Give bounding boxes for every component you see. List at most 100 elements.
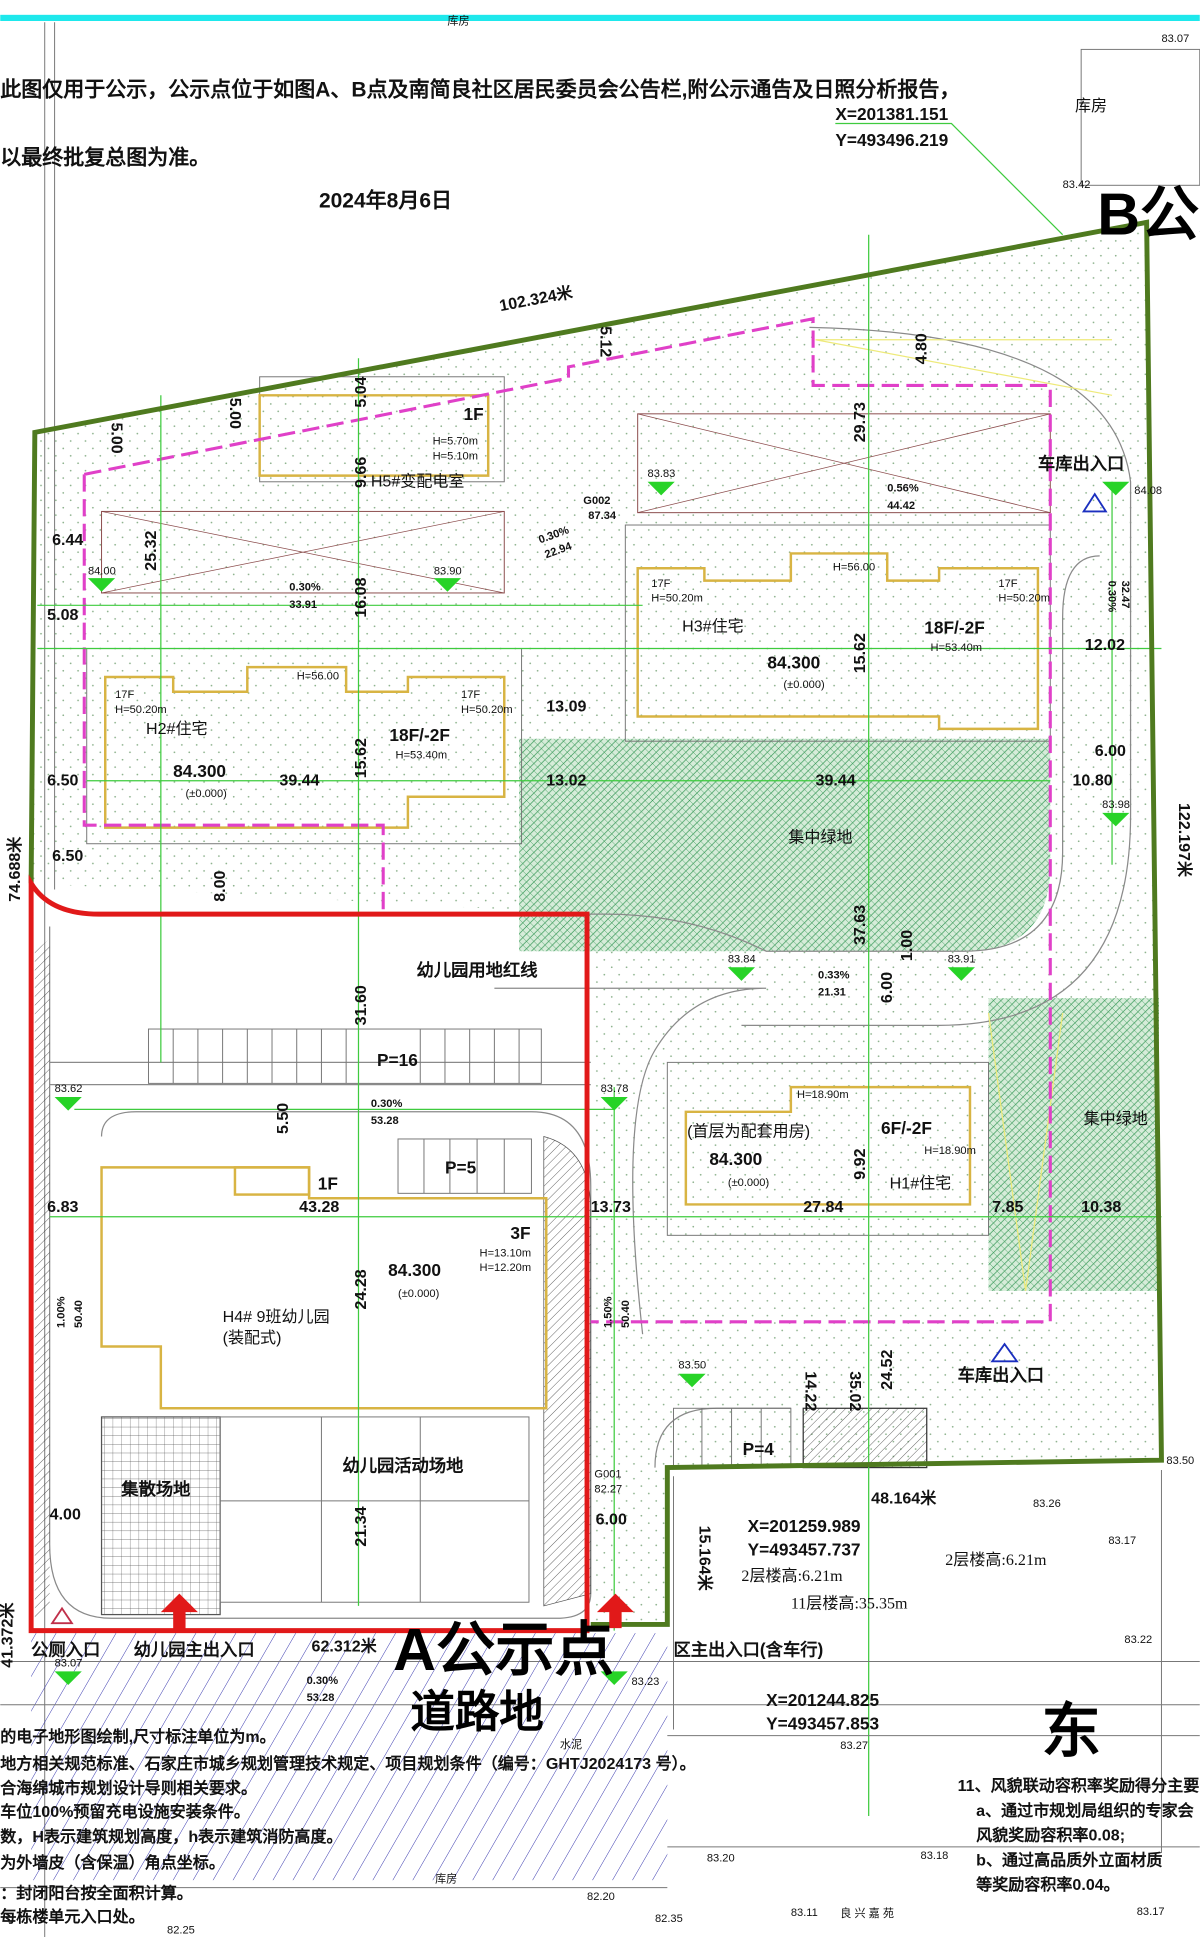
h4-name: H4# 9班幼儿园 bbox=[223, 1308, 330, 1326]
dimension-label: 25.32 bbox=[142, 530, 160, 570]
dimension-label: 5.00 bbox=[226, 398, 244, 429]
elevation-label: 83.83 bbox=[648, 468, 676, 480]
cement-label: 水泥 bbox=[560, 1738, 582, 1751]
note-right: 11、风貌联动容积率奖励得分主要 bbox=[958, 1776, 1200, 1795]
dimension-label: 4.80 bbox=[913, 333, 931, 364]
dimension-label: 5.04 bbox=[352, 376, 370, 407]
dimension-label: 37.63 bbox=[851, 905, 869, 945]
dimension-label: 6.83 bbox=[47, 1198, 78, 1216]
elevation-label: 84.00 bbox=[88, 565, 116, 577]
elevation-label: 83.90 bbox=[434, 565, 462, 577]
h4-floors: 3F bbox=[510, 1223, 530, 1243]
elevation-label: 83.62 bbox=[55, 1083, 83, 1095]
garage-entrance-top-label: 车库出入口 bbox=[1038, 453, 1124, 473]
note-left: 的电子地形图绘制,尺寸标注单位为m。 bbox=[0, 1727, 275, 1746]
kindergarten-entrance-arrow-icon bbox=[160, 1593, 198, 1631]
dimension-label: 5.08 bbox=[47, 606, 78, 624]
building-h1 bbox=[666, 1061, 990, 1236]
dimension-label: 6.00 bbox=[1095, 742, 1126, 760]
main-entrance-label: 区主出入口(含车行) bbox=[674, 1639, 824, 1659]
spot-level: 83.18 bbox=[921, 1850, 949, 1862]
note-left: 地方相关规范标准、石家庄市城乡规划管理技术规定、项目规划条件（编号：GHTJ20… bbox=[0, 1754, 695, 1773]
dimension-label: G002 bbox=[583, 495, 610, 507]
h2-left-floors: 17F bbox=[115, 689, 134, 701]
dimension-label: 41.372米 bbox=[0, 1602, 17, 1668]
spot-level: 83.50 bbox=[1166, 1455, 1194, 1467]
dimension-label: 50.40 bbox=[73, 1300, 85, 1328]
gathering-area-label: 集散场地 bbox=[120, 1479, 191, 1499]
east-label: 东 bbox=[1042, 1698, 1101, 1765]
setback-line bbox=[82, 316, 1052, 1324]
dimension-label: 6.00 bbox=[596, 1510, 627, 1528]
right-storage-label: 库房 bbox=[1075, 97, 1107, 115]
dimension-label: 0.30% bbox=[371, 1098, 403, 1110]
spot-level: 83.11 bbox=[791, 1907, 818, 1919]
dimension-label: 10.38 bbox=[1081, 1198, 1121, 1216]
h3-top-height: H=56.00 bbox=[833, 562, 875, 574]
h3-relative: (±0.000) bbox=[783, 679, 825, 691]
spot-level: 83.26 bbox=[1033, 1498, 1061, 1510]
h3-height: H=53.40m bbox=[930, 642, 982, 654]
dimension-label: 32.47 bbox=[1119, 581, 1131, 609]
elevation-marker-icon bbox=[433, 578, 462, 592]
neighbor-height-2b: 2层楼高:6.21m bbox=[945, 1551, 1047, 1569]
dimension-label: 14.22 bbox=[802, 1371, 820, 1411]
elevation-marker-icon bbox=[600, 1096, 628, 1111]
underground-garage-east bbox=[637, 413, 1051, 514]
dimension-label: 0.30% bbox=[289, 581, 321, 593]
note-right: 风貌奖励容积率0.08; bbox=[976, 1826, 1125, 1845]
h1-relative: (±0.000) bbox=[728, 1177, 770, 1189]
garage-entrance-bottom-label: 车库出入口 bbox=[958, 1365, 1044, 1385]
dimension-label: 1.50% bbox=[603, 1296, 615, 1328]
h1-elevation: 84.300 bbox=[709, 1149, 762, 1169]
elevation-marker-icon bbox=[1102, 812, 1130, 827]
h2-right-floors: 17F bbox=[461, 689, 480, 701]
elevation-label: 83.07 bbox=[55, 1657, 83, 1669]
east-green-area bbox=[988, 998, 1159, 1291]
dimension-label: 7.85 bbox=[992, 1198, 1023, 1216]
dimension-label: 10.80 bbox=[1073, 772, 1113, 790]
dimension-label: 48.164米 bbox=[871, 1488, 937, 1507]
h4-height-1: H=13.10m bbox=[480, 1247, 532, 1259]
dimension-label: 1.00% bbox=[55, 1296, 67, 1328]
h2-top-height: H=56.00 bbox=[297, 670, 339, 682]
dimension-label: 0.56% bbox=[887, 483, 919, 495]
dimension-label: 39.44 bbox=[279, 772, 319, 790]
h2-relative: (±0.000) bbox=[186, 788, 228, 800]
elevation-marker-icon bbox=[947, 967, 975, 981]
dimension-label: 43.28 bbox=[299, 1198, 339, 1216]
dimension-label: 33.91 bbox=[289, 599, 317, 611]
h2-height: H=53.40m bbox=[396, 749, 448, 761]
kindergarten-entrance-label: 幼儿园主出入口 bbox=[134, 1639, 255, 1659]
note-right: b、通过高品质外立面材质 bbox=[976, 1850, 1162, 1869]
note-left: 车位100%预留充电设施安装条件。 bbox=[0, 1802, 250, 1821]
dimension-label: 24.28 bbox=[352, 1269, 370, 1309]
g001-label: G001 bbox=[594, 1468, 621, 1480]
dimension-label: 6.00 bbox=[878, 972, 896, 1003]
h3-right-floors: 17F bbox=[998, 578, 1017, 590]
elevation-label: 83.78 bbox=[601, 1083, 629, 1095]
dimension-label: 5.12 bbox=[597, 326, 615, 357]
kindergarten-redline bbox=[28, 874, 590, 1634]
elevation-label: 84.08 bbox=[1134, 485, 1162, 497]
neighbor-coord-x2: X=201244.825 bbox=[766, 1690, 879, 1710]
neighbor-height-11: 11层楼高:35.35m bbox=[791, 1594, 908, 1612]
coordinate-x: X=201381.151 bbox=[835, 104, 948, 124]
dimension-label: 6.50 bbox=[52, 847, 83, 865]
site-boundary bbox=[28, 219, 1164, 1627]
coordinate-y: Y=493496.219 bbox=[835, 130, 948, 150]
elevation-label: 83.84 bbox=[728, 953, 756, 965]
dimension-label: 0.33% bbox=[818, 969, 850, 981]
dimension-label: 87.34 bbox=[588, 510, 617, 522]
dimension-label: 6.50 bbox=[47, 772, 78, 790]
publicity-point-b: B公示点 bbox=[1097, 181, 1200, 248]
notice-line-1: 此图仅用于公示，公示点位于如图A、B点及南简良社区居民委员会公告栏,附公示通告及… bbox=[0, 77, 960, 101]
building-h5 bbox=[258, 376, 505, 483]
g001-elevation: 82.27 bbox=[594, 1483, 622, 1495]
dimension-label: 13.09 bbox=[546, 698, 586, 716]
h5-height-2: H=5.10m bbox=[433, 451, 478, 463]
spot-level: 82.25 bbox=[167, 1924, 195, 1936]
h3-right-height: H=50.20m bbox=[998, 593, 1050, 605]
dimension-label: 102.324米 bbox=[498, 282, 575, 315]
h1-floors: 6F/-2F bbox=[881, 1118, 932, 1138]
